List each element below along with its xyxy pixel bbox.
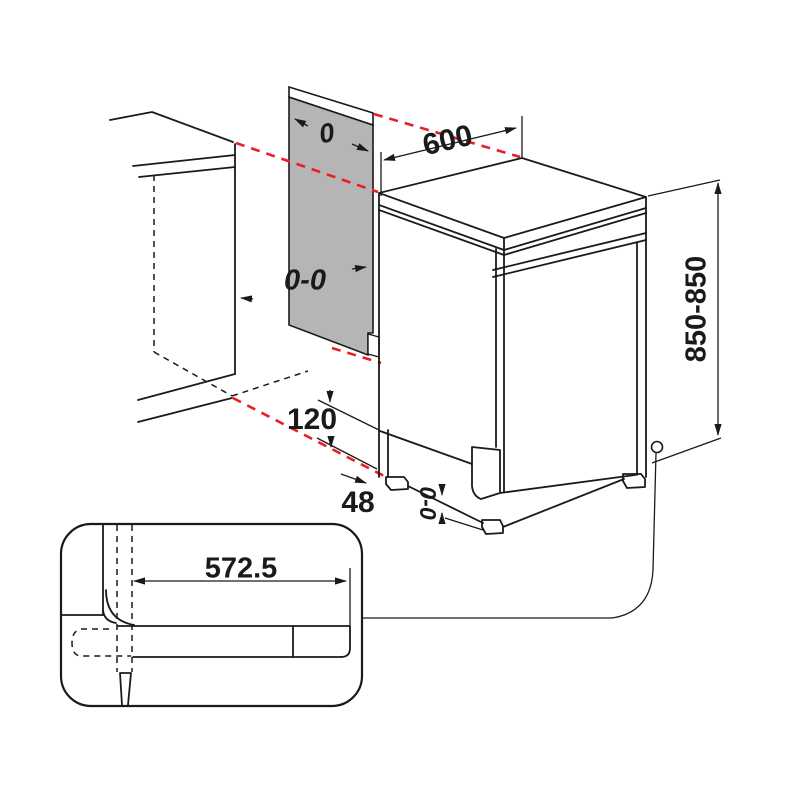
dimension-appliance-height: 850-850 — [647, 179, 722, 464]
cabinet-hidden-edges — [153, 175, 309, 397]
filler-panel — [288, 85, 380, 358]
filler-panel-top-strip — [288, 85, 374, 127]
foot-front — [481, 519, 504, 535]
hidden-hose-path — [71, 628, 131, 657]
callout-circle — [650, 440, 664, 454]
foot-left — [385, 476, 409, 491]
dimension-plinth-height: 120 — [287, 390, 380, 470]
dimension-label-plinth-height: 120 — [287, 403, 337, 436]
callout-leader — [363, 440, 664, 619]
dimension-panel-gap-side: 0-0 — [240, 265, 367, 303]
dimension-label-panel-gap-side: 0-0 — [284, 265, 326, 297]
hose-outlet — [119, 672, 132, 706]
filler-panel-foot — [367, 333, 380, 358]
dimension-plinth-recess: 48 — [340, 473, 375, 519]
detail-drawing — [61, 524, 351, 706]
dimension-label-detail-width: 572.5 — [205, 553, 278, 585]
dimension-label-foot-adjustment: 0-0 — [415, 486, 441, 519]
dimension-panel-gap-top: 0 — [294, 117, 369, 152]
detail-callout-border — [59, 522, 364, 708]
dishwasher — [378, 157, 647, 535]
dimension-detail-width: 572.5 — [133, 553, 351, 625]
left-cabinet — [109, 111, 309, 423]
dimension-foot-adjustment: 0-0 — [415, 484, 484, 531]
detail-callout: 572.5 — [59, 522, 364, 708]
dimension-label-panel-gap-top: 0 — [317, 117, 337, 149]
projection-lines — [232, 112, 521, 478]
dimension-label-appliance-height: 850-850 — [681, 256, 713, 362]
dimension-label-plinth-recess: 48 — [341, 486, 374, 519]
foot-right — [622, 473, 646, 489]
